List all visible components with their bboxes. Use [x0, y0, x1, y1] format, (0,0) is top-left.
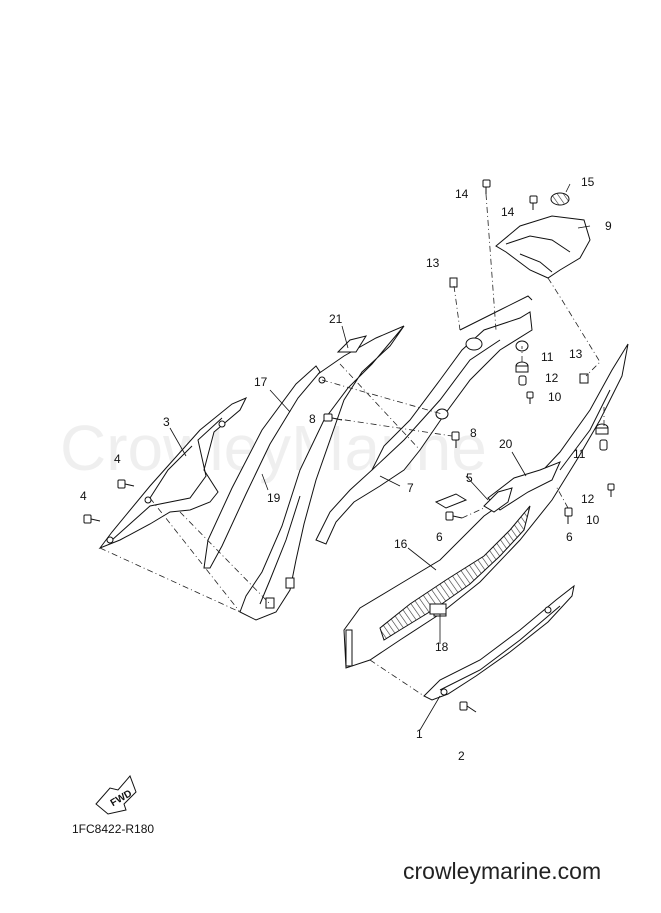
part-7-rear-frame-cover — [315, 295, 533, 545]
part-11-damper-b — [595, 423, 609, 435]
callout-3: 3 — [163, 415, 170, 429]
callout-16: 16 — [394, 537, 408, 551]
part-6-plate — [434, 493, 468, 509]
alignment-lines — [99, 193, 605, 697]
part-5-trim-piece — [483, 487, 513, 513]
part-6-screw-a — [445, 511, 463, 521]
callout-14a: 14 — [455, 187, 469, 201]
part-8-screw-b — [451, 431, 460, 448]
diagram-reference-code: 1FC8422-R180 — [72, 822, 155, 836]
part-13-clip-b — [579, 373, 589, 384]
callout-11a: 11 — [541, 350, 554, 364]
callout-2: 2 — [458, 749, 465, 763]
callout-17: 17 — [254, 375, 268, 389]
leader-lines — [169, 183, 591, 731]
callout-6b: 6 — [566, 530, 573, 544]
part-15-grommet — [550, 192, 570, 206]
callout-labels: 1 2 3 4 4 5 6 6 7 8 8 9 10 10 11 11 12 1… — [80, 175, 612, 763]
callout-10a: 10 — [548, 390, 562, 404]
callout-5: 5 — [466, 471, 473, 485]
part-17-left-side-cover — [239, 325, 405, 621]
part-12-collar-a — [518, 375, 527, 386]
callout-1: 1 — [416, 727, 423, 741]
part-14-screw-a — [482, 179, 491, 194]
callout-11b: 11 — [573, 447, 586, 461]
callout-15: 15 — [581, 175, 595, 189]
part-11-damper-a — [515, 361, 529, 373]
callout-9: 9 — [605, 219, 612, 233]
callout-7: 7 — [407, 481, 414, 495]
callout-19: 19 — [267, 491, 281, 505]
fwd-arrow-icon: FWD — [95, 775, 137, 815]
part-10-bolt-a — [526, 391, 534, 404]
part-12-collar-b — [599, 439, 608, 451]
part-16-right-side-cover — [343, 343, 629, 669]
part-2-screw — [459, 701, 477, 713]
callout-14b: 14 — [501, 205, 515, 219]
part-3-front-side-cover — [98, 397, 248, 550]
callout-8b: 8 — [470, 426, 477, 440]
callout-18: 18 — [435, 640, 449, 654]
callout-12b: 12 — [581, 492, 595, 506]
part-21-decal — [336, 335, 368, 353]
part-13-clip-a — [449, 277, 458, 288]
callout-8a: 8 — [309, 412, 316, 426]
callout-6a: 6 — [436, 530, 443, 544]
callout-13b: 13 — [569, 347, 583, 361]
callout-10b: 10 — [586, 513, 600, 527]
callout-4a: 4 — [114, 452, 121, 466]
website-footer: crowleymarine.com — [403, 858, 602, 884]
callout-20: 20 — [499, 437, 513, 451]
part-9-rear-top-cover — [495, 215, 591, 279]
callout-21: 21 — [329, 312, 343, 326]
part-19-side-strip — [203, 365, 321, 569]
callout-13a: 13 — [426, 256, 440, 270]
part-4-screw-a — [117, 479, 135, 489]
part-10-bolt-b — [607, 483, 615, 497]
callout-4b: 4 — [80, 489, 87, 503]
part-6-screw-b — [564, 507, 573, 524]
callout-12a: 12 — [545, 371, 559, 385]
part-4-screw-b — [83, 514, 101, 524]
part-1-lower-side-cover — [423, 584, 575, 701]
part-14-screw-b — [529, 195, 538, 210]
part-18-bracket — [429, 603, 447, 615]
